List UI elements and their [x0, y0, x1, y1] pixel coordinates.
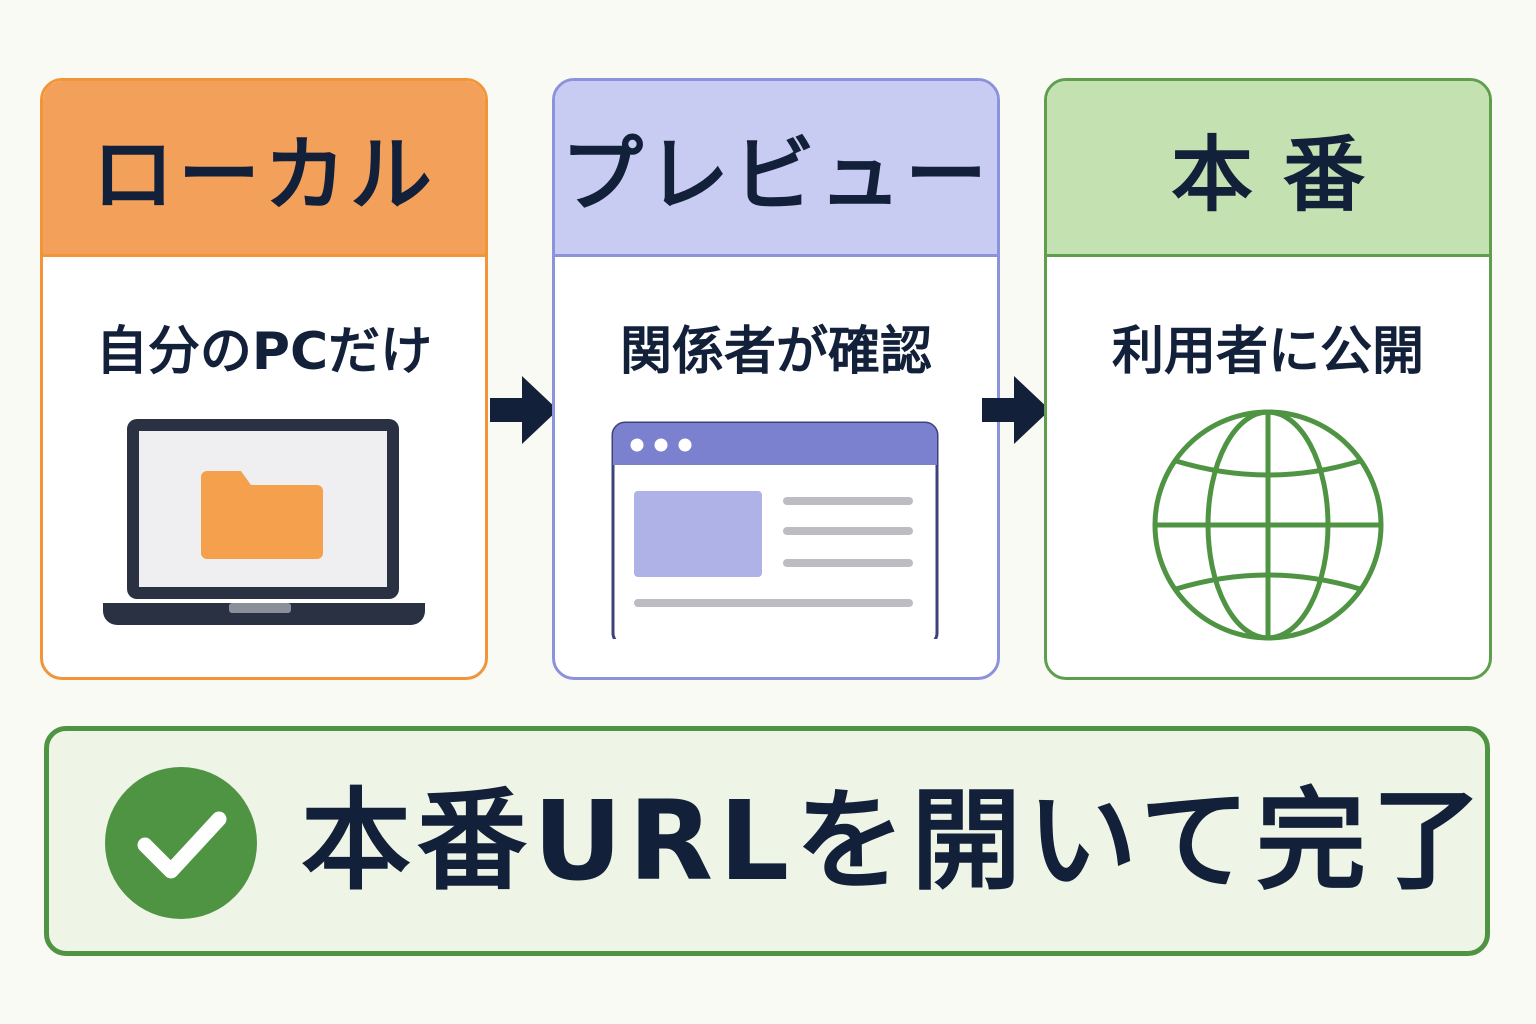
stage-title-preview: プレビュー — [560, 128, 991, 223]
stage-card-local: ローカル 自分のPCだけ — [40, 78, 488, 680]
stage-subtitle-local: 自分のPCだけ — [95, 322, 433, 382]
globe-icon — [1047, 409, 1489, 649]
stage-header-local: ローカル — [43, 81, 485, 257]
check-circle-icon — [105, 767, 257, 919]
stage-subtitle-production: 利用者に公開 — [1111, 322, 1424, 382]
stage-subtitle-preview: 関係者が確認 — [619, 322, 932, 382]
arrow-right-icon — [490, 376, 558, 444]
stage-header-production: 本番 — [1047, 81, 1489, 257]
stage-card-preview: プレビュー 関係者が確認 — [552, 78, 1000, 680]
completion-message: 本番URLを開いて完了 — [301, 777, 1488, 905]
browser-window-icon — [555, 409, 997, 649]
stage-title-production: 本番 — [1170, 128, 1395, 223]
laptop-folder-icon — [43, 409, 485, 649]
completion-banner: 本番URLを開いて完了 — [44, 726, 1490, 956]
stage-card-production: 本番 利用者に公開 — [1044, 78, 1492, 680]
stage-title-local: ローカル — [91, 128, 436, 223]
stage-header-preview: プレビュー — [555, 81, 997, 257]
arrow-right-icon — [982, 376, 1050, 444]
